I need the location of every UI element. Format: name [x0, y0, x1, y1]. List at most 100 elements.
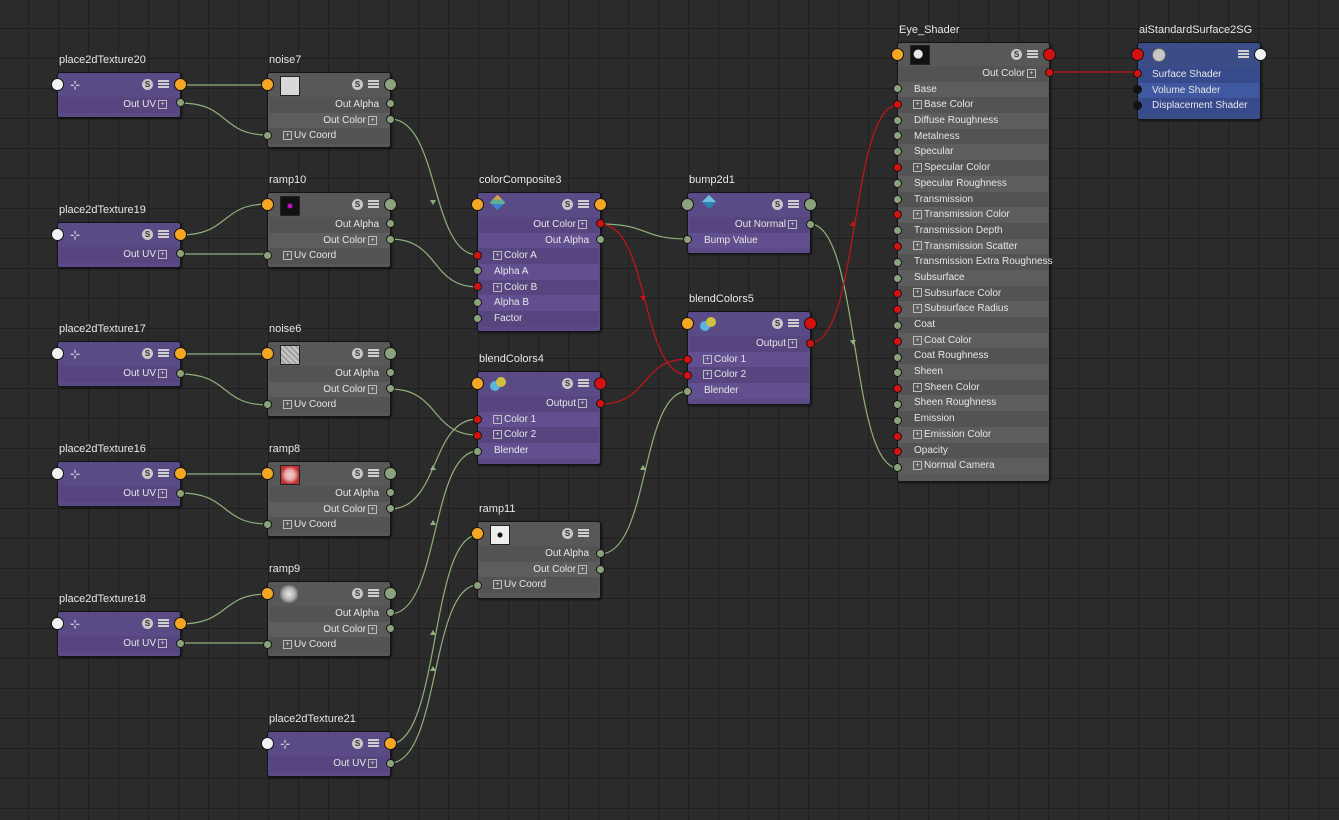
output-port[interactable]: [1254, 48, 1267, 61]
expand-icon[interactable]: +: [493, 414, 502, 424]
attr-row-specular[interactable]: Specular: [899, 144, 1048, 161]
input-port[interactable]: [261, 587, 274, 600]
node-ramp9[interactable]: ramp9 S Out Alpha Out Color+ +Uv Coord: [261, 563, 397, 657]
factor-port[interactable]: [473, 314, 482, 323]
port-layout-icon[interactable]: [368, 199, 379, 210]
out-uv-port[interactable]: [176, 249, 185, 258]
attr-row-opacity[interactable]: Opacity: [899, 442, 1048, 459]
output-port[interactable]: [384, 347, 397, 360]
expand-icon[interactable]: +: [283, 640, 292, 650]
port-layout-icon[interactable]: [578, 378, 589, 389]
attr-row-uv-coord[interactable]: +Uv Coord: [269, 248, 389, 265]
expand-icon[interactable]: +: [913, 241, 922, 251]
out-alpha-port[interactable]: [386, 488, 395, 497]
port-layout-icon[interactable]: [1238, 49, 1249, 60]
expand-icon[interactable]: +: [913, 288, 922, 298]
out-color-port[interactable]: [386, 504, 395, 513]
output-port[interactable]: [384, 198, 397, 211]
color-1-port[interactable]: [473, 415, 482, 424]
node-body[interactable]: S Out Alpha Out Color+ +Uv Coord: [267, 581, 391, 657]
expand-icon[interactable]: +: [703, 354, 712, 364]
coat-color-port[interactable]: [893, 336, 902, 346]
out-uv-port[interactable]: [176, 639, 185, 648]
node-body[interactable]: S Out Alpha Out Color+ +Uv Coord: [267, 192, 391, 268]
uv-coord-port[interactable]: [473, 581, 482, 590]
node-body[interactable]: ⊹ S Out UV+: [267, 731, 391, 777]
output-port[interactable]: [384, 467, 397, 480]
attr-row-transmission-scatter[interactable]: +Transmission Scatter: [899, 238, 1048, 255]
specular-color-port[interactable]: [893, 163, 902, 172]
output-attr-port[interactable]: [806, 339, 815, 348]
swatch-toggle-icon[interactable]: S: [142, 468, 153, 479]
metalness-port[interactable]: [893, 131, 902, 141]
out-uv-port[interactable]: [176, 489, 185, 498]
attr-row-subsurface-color[interactable]: +Subsurface Color: [899, 285, 1048, 302]
attr-row-out-uv[interactable]: Out UV+: [59, 486, 179, 502]
attr-row-out-alpha[interactable]: Out Alpha: [269, 217, 389, 233]
node-ramp11[interactable]: ramp11 S Out Alpha Out Color+ +Uv Coord: [471, 503, 605, 599]
attr-row-subsurface[interactable]: Subsurface: [899, 269, 1048, 286]
node-body[interactable]: S Out Normal+ Bump Value: [687, 192, 811, 254]
node-body[interactable]: S Output+ +Color 1 +Color 2 Blender: [687, 311, 811, 405]
swatch-toggle-icon[interactable]: S: [562, 378, 573, 389]
port-layout-icon[interactable]: [578, 199, 589, 210]
uv-coord-port[interactable]: [263, 131, 272, 140]
expand-icon[interactable]: +: [158, 638, 167, 648]
volume-shader-port[interactable]: [1133, 85, 1142, 94]
output-port[interactable]: [804, 198, 817, 211]
expand-icon[interactable]: +: [368, 384, 377, 394]
expand-icon[interactable]: +: [913, 162, 922, 172]
attr-row-out-uv[interactable]: Out UV+: [59, 636, 179, 652]
expand-icon[interactable]: +: [493, 282, 502, 292]
attr-row-out-normal[interactable]: Out Normal+: [689, 217, 809, 233]
normal-camera-port[interactable]: [893, 463, 902, 473]
node-place2dtexture17[interactable]: place2dTexture17 ⊹ S Out UV+: [51, 323, 187, 387]
attr-row-output[interactable]: Output+: [689, 336, 809, 352]
input-port[interactable]: [891, 48, 904, 61]
attr-row-color-1[interactable]: +Color 1: [479, 411, 599, 428]
node-body[interactable]: ⊹ S Out UV+: [57, 611, 181, 657]
alpha-b-port[interactable]: [473, 298, 482, 307]
attr-row-surface-shader[interactable]: Surface Shader: [1139, 67, 1259, 83]
emission-port[interactable]: [893, 415, 902, 425]
input-port[interactable]: [51, 78, 64, 91]
attr-row-out-alpha[interactable]: Out Alpha: [479, 232, 599, 249]
attr-row-uv-coord[interactable]: +Uv Coord: [269, 128, 389, 145]
input-port[interactable]: [51, 617, 64, 630]
attr-row-base-color[interactable]: +Base Color: [899, 97, 1048, 114]
attr-row-subsurface-radius[interactable]: +Subsurface Radius: [899, 301, 1048, 317]
attr-row-color-1[interactable]: +Color 1: [689, 351, 809, 368]
attr-row-transmission[interactable]: Transmission: [899, 191, 1048, 208]
node-place2dtexture16[interactable]: place2dTexture16 ⊹ S Out UV+: [51, 443, 187, 507]
transmission-port[interactable]: [893, 194, 902, 204]
expand-icon[interactable]: +: [368, 235, 377, 245]
expand-icon[interactable]: +: [368, 115, 377, 125]
node-body[interactable]: S Out Alpha Out Color+ +Uv Coord: [267, 461, 391, 537]
expand-icon[interactable]: +: [578, 564, 587, 574]
attr-row-coat[interactable]: Coat: [899, 317, 1048, 333]
attr-row-out-color[interactable]: Out Color+: [479, 561, 599, 578]
color-b-port[interactable]: [473, 282, 482, 291]
attr-row-out-alpha[interactable]: Out Alpha: [479, 546, 599, 562]
sheen-roughness-port[interactable]: [893, 400, 902, 409]
input-port[interactable]: [681, 317, 694, 330]
input-port[interactable]: [51, 347, 64, 360]
attr-row-transmission-color[interactable]: +Transmission Color: [899, 207, 1048, 223]
expand-icon[interactable]: +: [788, 219, 797, 229]
color-2-port[interactable]: [683, 371, 692, 380]
attr-row-output[interactable]: Output+: [479, 396, 599, 412]
node-noise6[interactable]: noise6 S Out Alpha Out Color+ +Uv Coord: [261, 323, 397, 417]
coat-port[interactable]: [893, 321, 902, 330]
attr-row-out-alpha[interactable]: Out Alpha: [269, 366, 389, 382]
attr-row-out-color[interactable]: Out Color+: [899, 66, 1048, 82]
swatch-toggle-icon[interactable]: S: [352, 738, 363, 749]
port-layout-icon[interactable]: [368, 79, 379, 90]
node-body[interactable]: S Out Alpha Out Color+ +Uv Coord: [477, 521, 601, 599]
out-alpha-port[interactable]: [596, 549, 605, 558]
attr-row-color-b[interactable]: +Color B: [479, 279, 599, 296]
expand-icon[interactable]: +: [578, 219, 587, 229]
output-port[interactable]: [804, 317, 817, 330]
transmission-color-port[interactable]: [893, 210, 902, 220]
port-layout-icon[interactable]: [368, 588, 379, 599]
